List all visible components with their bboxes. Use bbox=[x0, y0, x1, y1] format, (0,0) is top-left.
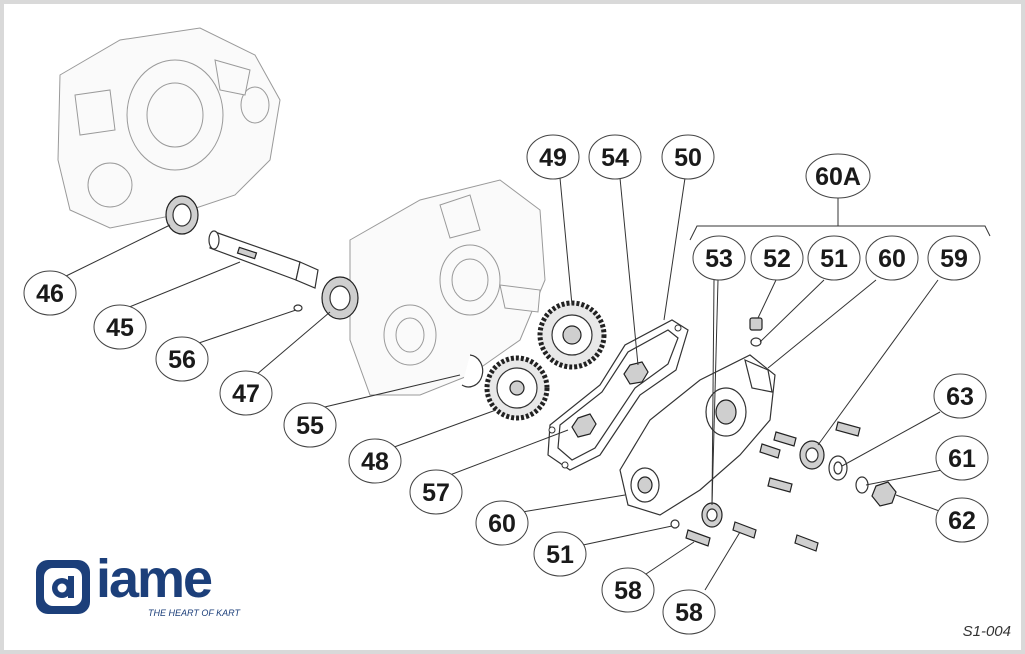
svg-text:55: 55 bbox=[296, 412, 324, 440]
svg-text:63: 63 bbox=[946, 383, 974, 411]
svg-text:57: 57 bbox=[422, 479, 450, 507]
svg-text:48: 48 bbox=[361, 448, 389, 476]
leader-lines bbox=[61, 177, 943, 591]
svg-text:61: 61 bbox=[948, 445, 976, 473]
brand-logo: iame THE HEART OF KART bbox=[34, 552, 244, 620]
svg-text:50: 50 bbox=[674, 144, 702, 172]
brand-wordmark: iame bbox=[96, 549, 213, 609]
callout-60-upper: 60 bbox=[865, 235, 919, 281]
svg-text:47: 47 bbox=[232, 380, 260, 408]
svg-text:49: 49 bbox=[539, 144, 567, 172]
group-60A-bracket bbox=[689, 225, 991, 241]
svg-text:53: 53 bbox=[705, 245, 733, 273]
svg-text:58: 58 bbox=[675, 599, 703, 627]
callout-45: 45 bbox=[93, 304, 147, 350]
callout-58-left: 58 bbox=[601, 567, 655, 613]
callout-60A: 60A bbox=[805, 153, 871, 199]
callout-53: 53 bbox=[692, 235, 746, 281]
part-52-screw bbox=[749, 317, 763, 331]
part-60-cover bbox=[619, 354, 776, 516]
part-49-gear bbox=[537, 300, 607, 370]
part-51-washer-lower bbox=[670, 519, 680, 529]
brand-tagline: THE HEART OF KART bbox=[148, 608, 241, 618]
crankcase-lower bbox=[349, 179, 546, 396]
drawing-reference-code: S1-004 bbox=[962, 623, 1011, 640]
part-59-seal bbox=[799, 440, 825, 470]
svg-text:60A: 60A bbox=[815, 163, 861, 191]
svg-text:56: 56 bbox=[168, 346, 196, 374]
part-50-nut bbox=[623, 361, 649, 385]
svg-text:51: 51 bbox=[546, 541, 574, 569]
callout-62: 62 bbox=[935, 497, 989, 543]
svg-text:60: 60 bbox=[488, 510, 516, 538]
svg-text:59: 59 bbox=[940, 245, 968, 273]
callout-46: 46 bbox=[23, 270, 77, 316]
callout-51-lower: 51 bbox=[533, 531, 587, 577]
part-56-key bbox=[293, 304, 303, 312]
svg-text:45: 45 bbox=[106, 314, 134, 342]
callout-55: 55 bbox=[283, 402, 337, 448]
brand-mark-icon bbox=[36, 560, 90, 614]
part-57-nut bbox=[571, 413, 597, 438]
svg-text:46: 46 bbox=[36, 280, 64, 308]
callout-59: 59 bbox=[927, 235, 981, 281]
bolts bbox=[685, 421, 861, 552]
callout-56: 56 bbox=[155, 336, 209, 382]
callout-50: 50 bbox=[661, 134, 715, 180]
part-48-gear bbox=[484, 355, 550, 421]
svg-text:52: 52 bbox=[763, 245, 791, 273]
callout-57: 57 bbox=[409, 469, 463, 515]
svg-text:58: 58 bbox=[614, 577, 642, 605]
crankcase-upper bbox=[57, 27, 281, 229]
callout-54: 54 bbox=[588, 134, 642, 180]
svg-text:60: 60 bbox=[878, 245, 906, 273]
callout-58-right: 58 bbox=[662, 589, 716, 635]
callout-51-upper: 51 bbox=[807, 235, 861, 281]
callout-63: 63 bbox=[933, 373, 987, 419]
part-45-shaft bbox=[208, 230, 319, 289]
part-46-bearing bbox=[165, 195, 199, 235]
svg-text:62: 62 bbox=[948, 507, 976, 535]
callout-52: 52 bbox=[750, 235, 804, 281]
part-51-washer-upper bbox=[750, 337, 762, 347]
svg-text:54: 54 bbox=[601, 144, 629, 172]
callout-61: 61 bbox=[935, 435, 989, 481]
part-63-washer bbox=[828, 455, 848, 481]
part-62-nut bbox=[871, 481, 897, 507]
svg-text:51: 51 bbox=[820, 245, 848, 273]
part-55-circlip bbox=[461, 354, 484, 388]
callout-47: 47 bbox=[219, 370, 273, 416]
callout-48: 48 bbox=[348, 438, 402, 484]
callout-49: 49 bbox=[526, 134, 580, 180]
part-53-bush bbox=[701, 502, 723, 528]
part-47-bearing bbox=[321, 276, 359, 320]
callout-60-lower: 60 bbox=[475, 500, 529, 546]
